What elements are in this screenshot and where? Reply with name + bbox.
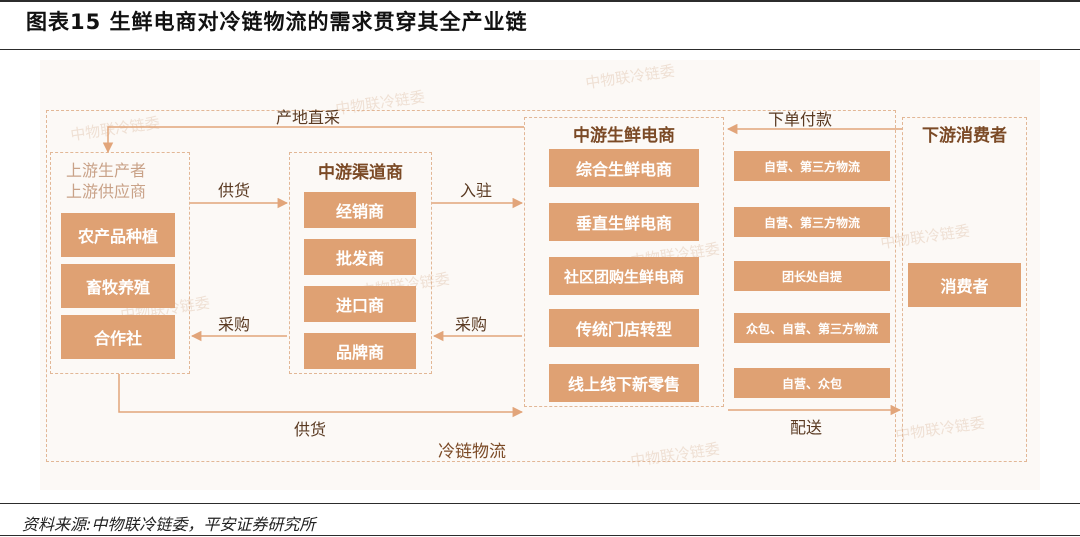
upstream-item-farming: 农产品种植 — [61, 213, 175, 257]
arrow-direct-purchase — [102, 126, 524, 154]
downstream-group — [902, 117, 1027, 462]
footer-rule — [0, 503, 1080, 504]
channel-item-importer: 进口商 — [304, 286, 416, 322]
upstream-heading-supplier: 上游供应商 — [66, 182, 147, 201]
ecommerce-item-vertical: 垂直生鲜电商 — [549, 203, 699, 241]
arrow-supply-2 — [118, 374, 524, 418]
ecommerce-item-community: 社区团购生鲜电商 — [549, 257, 699, 295]
label-direct-purchase: 产地直采 — [276, 108, 341, 127]
upstream-item-livestock: 畜牧养殖 — [61, 264, 175, 308]
label-supply-2: 供货 — [294, 420, 327, 439]
label-cold-chain: 冷链物流 — [438, 442, 506, 462]
title-bar — [0, 0, 1080, 50]
label-dispatch: 配送 — [790, 418, 823, 437]
channel-item-brand: 品牌商 — [304, 333, 416, 369]
channel-item-distributor: 经销商 — [304, 192, 416, 228]
ecommerce-group — [524, 117, 724, 407]
source-note: 资料来源:中物联冷链委，平安证券研究所 — [22, 515, 316, 534]
ecommerce-item-newretail: 线上线下新零售 — [549, 364, 699, 402]
upstream-item-cooperative: 合作社 — [61, 315, 175, 359]
label-procure-2: 采购 — [455, 315, 488, 334]
downstream-heading: 下游消费者 — [922, 126, 1007, 146]
bottom-rule — [0, 535, 1080, 536]
label-supply-1: 供货 — [218, 181, 251, 200]
ecommerce-heading: 中游生鲜电商 — [573, 126, 675, 146]
delivery-item-1: 自营、第三方物流 — [734, 151, 890, 181]
delivery-item-5: 自营、众包 — [734, 368, 890, 398]
channel-item-wholesaler: 批发商 — [304, 239, 416, 275]
label-settle-in: 入驻 — [460, 181, 493, 200]
upstream-group — [50, 152, 190, 374]
ecommerce-item-traditional: 传统门店转型 — [549, 309, 699, 347]
delivery-item-4: 众包、自营、第三方物流 — [734, 313, 890, 343]
channel-group — [289, 152, 432, 374]
cold-chain-boundary — [46, 110, 896, 462]
label-procure-1: 采购 — [218, 315, 251, 334]
label-order-pay: 下单付款 — [768, 110, 833, 129]
delivery-item-3: 团长处自提 — [734, 261, 890, 291]
figure-title: 图表15 生鲜电商对冷链物流的需求贯穿其全产业链 — [26, 10, 528, 34]
upstream-heading-producer: 上游生产者 — [66, 161, 147, 180]
consumer-box: 消费者 — [908, 263, 1021, 307]
delivery-item-2: 自营、第三方物流 — [734, 207, 890, 237]
channel-heading: 中游渠道商 — [318, 163, 403, 183]
ecommerce-item-comprehensive: 综合生鲜电商 — [549, 149, 699, 187]
